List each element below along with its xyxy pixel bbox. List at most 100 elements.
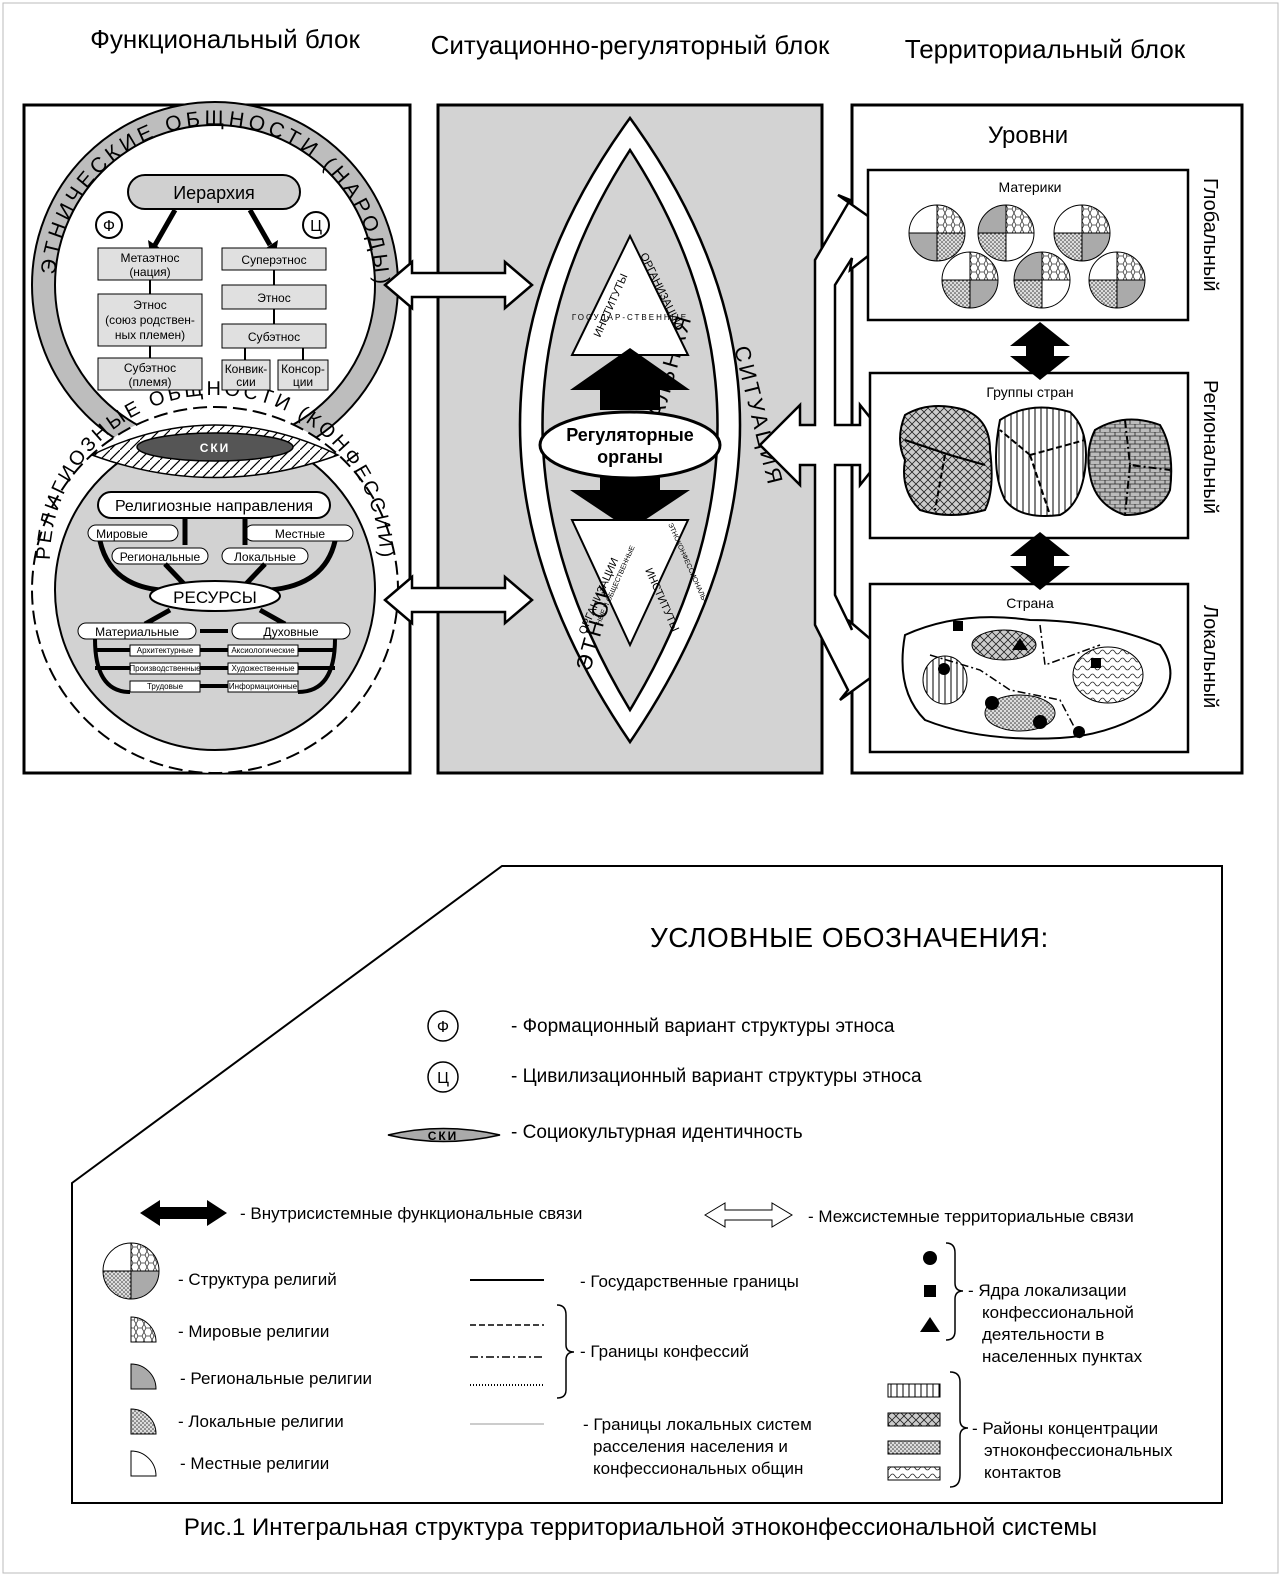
legend-cores-text: - Ядра локализации конфессиональной деят… [968, 1280, 1142, 1368]
country-group-blobs [899, 405, 1173, 517]
regulatory-organs-line2: органы [597, 447, 663, 467]
legend-regional-text: - Региональные религии [180, 1369, 372, 1388]
legend-intra-arrow [140, 1200, 227, 1226]
legend-ski-symbol: СКИ [428, 1129, 459, 1143]
ski-lens [136, 432, 294, 462]
levels-title: Уровни [988, 122, 1068, 149]
right-chain-text: Субэтнос [248, 330, 300, 344]
legend-core-triangle [920, 1317, 940, 1332]
continents-label: Материки [999, 179, 1062, 195]
left-chain-text: Субэтнос [124, 361, 176, 375]
areas-line-2: этноконфессиональных [984, 1441, 1173, 1460]
legend-settlement-text: - Границы локальных систем расселения на… [583, 1414, 812, 1480]
legend-tse-text: - Цивилизационный вариант структуры этно… [511, 1066, 922, 1087]
tse-label: Ц [310, 218, 322, 235]
legend-ski-icon [387, 1127, 501, 1143]
regulatory-organs-line1: Регуляторные [566, 425, 694, 445]
world-label: Мировые [96, 527, 148, 541]
legend-phi-symbol: Ф [437, 1019, 449, 1036]
religion-pies [908, 204, 1146, 309]
material-label: Материальные [95, 625, 179, 639]
left-chain-text: Этнос [133, 298, 166, 312]
left-chain-text: (союз родствен- [105, 313, 195, 327]
legend-core-circle [923, 1251, 937, 1265]
cores-line-2: конфессиональной [982, 1303, 1134, 1322]
legend-core-square [924, 1285, 936, 1297]
hierarchy-label: Иерархия [173, 183, 255, 203]
legend-world-icon [130, 1316, 157, 1343]
right-chain-text: ции [293, 375, 313, 389]
left-chain-text: ных племен) [115, 328, 185, 342]
spiritual-resource-item: Художественные [231, 664, 295, 673]
right-chain-text: Суперэтнос [241, 253, 306, 267]
legend-title: УСЛОВНЫЕ ОБОЗНАЧЕНИЯ: [650, 922, 1049, 953]
settle-line-1: - Границы локальных систем [583, 1415, 812, 1434]
cores-line-4: населенных пунктах [982, 1347, 1143, 1366]
material-resource-item: Архитектурные [137, 646, 194, 655]
legend-world-text: - Мировые религии [178, 1322, 330, 1341]
left-chain-text: (нация) [129, 265, 170, 279]
legend-intra-text: - Внутрисистемные функциональные связи [240, 1204, 583, 1223]
left-chain-text: Метаэтнос [120, 251, 179, 265]
cores-line-3: деятельности в [982, 1325, 1105, 1344]
global-level-label: Глобальный [1199, 178, 1221, 292]
mest-label: Местные [275, 527, 326, 541]
right-chain-text: Этнос [257, 291, 290, 305]
settle-line-3: конфессиональных общин [593, 1459, 804, 1478]
regulatory-organs-ellipse [538, 410, 722, 480]
legend-local-icon [130, 1408, 157, 1435]
phi-label: Ф [103, 218, 115, 235]
right-chain-text: сии [236, 375, 255, 389]
header-functional: Функциональный блок [90, 24, 360, 54]
material-resource-item: Производственные [129, 664, 201, 673]
country-label: Страна [1006, 595, 1054, 611]
material-resource-item: Трудовые [147, 682, 184, 691]
legend-inter-arrow [704, 1202, 793, 1228]
legend-conf-borders-text: - Границы конфессий [580, 1342, 750, 1361]
regional-level-label: Региональный [1199, 380, 1221, 514]
right-chain-text: Конвик- [225, 362, 268, 376]
local-level-label: Локальный [1199, 605, 1221, 708]
legend-phi-text: - Формационный вариант структуры этноса [511, 1016, 895, 1037]
spiritual-resource-item: Аксиологические [231, 646, 295, 655]
local-country-map [901, 616, 1172, 740]
resources-label: РЕСУРСЫ [173, 588, 257, 607]
regional-label: Региональные [120, 550, 201, 564]
spiritual-resource-item: Информационные [229, 682, 298, 691]
top-triangle-bottom: ГОСУДАР-СТВЕННЫЕ [572, 313, 688, 322]
header-situational: Ситуационно-регуляторный блок [430, 30, 830, 60]
legend-rel-struct-text: - Структура религий [178, 1270, 337, 1289]
legend-ski-text: - Социокультурная идентичность [511, 1122, 803, 1143]
legend-phi-icon [427, 1010, 459, 1042]
ski-label: СКИ [200, 441, 231, 455]
hierarchy-pill [127, 174, 301, 210]
tse-circle-icon [302, 211, 330, 239]
figure-caption: Рис.1 Интегральная структура территориал… [183, 1514, 1098, 1541]
legend-religion-structure-icon [102, 1242, 160, 1300]
legend-regional-icon [130, 1363, 157, 1390]
cores-line-1: - Ядра локализации [968, 1281, 1127, 1300]
legend-local-text: - Локальные религии [178, 1412, 344, 1431]
areas-line-3: контактов [984, 1463, 1062, 1482]
legend-state-borders-text: - Государственные границы [580, 1272, 799, 1291]
legend-tse-icon [427, 1061, 459, 1093]
religious-directions-label: Религиозные направления [115, 498, 313, 515]
header-territorial: Территориальный блок [904, 34, 1186, 64]
legend-tse-symbol: Ц [437, 1070, 449, 1087]
inter-arrow-top [383, 259, 534, 311]
areas-line-1: - Районы концентрации [972, 1419, 1159, 1438]
legend-frame [71, 865, 1223, 1504]
local-label: Локальные [234, 550, 296, 564]
settle-line-2: расселения населения и [593, 1437, 788, 1456]
legend-mest-text: - Местные религии [180, 1454, 330, 1473]
legend-inter-text: - Межсистемные территориальные связи [808, 1207, 1134, 1226]
ethnoconf-institutions-triangle [570, 519, 690, 648]
legend-mest-icon [130, 1450, 157, 1477]
phi-circle-icon [95, 211, 123, 239]
legend-areas-text: - Районы концентрации этноконфессиональн… [972, 1418, 1173, 1484]
left-chain-text: (племя) [129, 375, 172, 389]
country-groups-label: Группы стран [986, 384, 1073, 400]
inter-arrow-bottom [383, 574, 534, 626]
spiritual-label: Духовные [263, 625, 319, 639]
